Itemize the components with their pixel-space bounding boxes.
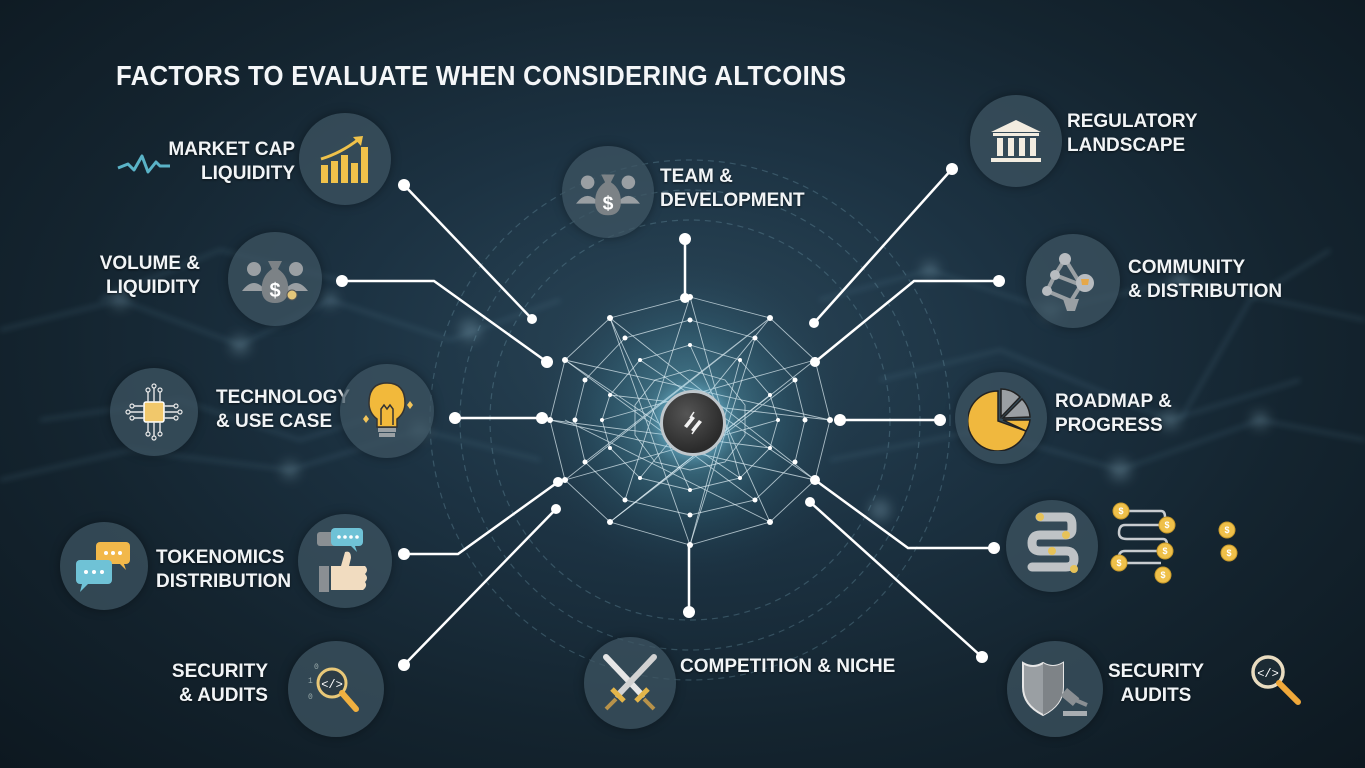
page-title: FACTORS TO EVALUATE WHEN CONSIDERING ALT… bbox=[116, 60, 847, 91]
badge-community[interactable] bbox=[1026, 234, 1120, 328]
connector-dots bbox=[336, 163, 1005, 671]
label-tokenomics: TOKENOMICS DISTRIBUTION bbox=[156, 547, 292, 592]
coin-flow-icon: $ $ $ $ $ $ $ bbox=[1110, 502, 1238, 584]
label-community: COMMUNITY & DISTRIBUTION bbox=[1128, 257, 1283, 302]
label-roadmap: ROADMAP & PROGRESS bbox=[1055, 391, 1172, 436]
svg-text:1: 1 bbox=[308, 677, 313, 686]
svg-text:$: $ bbox=[1224, 525, 1229, 535]
svg-text:$: $ bbox=[1164, 520, 1169, 530]
badge-chat bbox=[60, 522, 148, 610]
money-bag-people-icon: $ bbox=[576, 174, 640, 216]
lightbulb-icon bbox=[363, 382, 413, 437]
connectors bbox=[342, 168, 999, 666]
money-bag-people-icon: $ bbox=[242, 261, 308, 303]
badge-chip bbox=[110, 368, 198, 456]
courthouse-icon bbox=[991, 120, 1041, 162]
pulse-line-icon bbox=[117, 154, 170, 174]
magnifier-code-icon: </> 0 1 0 bbox=[308, 663, 359, 712]
crypto-logo-icon bbox=[684, 411, 702, 435]
badge-security-right[interactable] bbox=[1007, 641, 1103, 737]
svg-text:$: $ bbox=[603, 192, 614, 214]
svg-text:0: 0 bbox=[308, 693, 313, 702]
badge-security-left[interactable]: </> 0 1 0 bbox=[288, 641, 384, 737]
magnifier-code-icon: </> bbox=[1251, 655, 1301, 705]
crossed-swords-icon bbox=[603, 654, 657, 711]
label-technology: TECHNOLOGY & USE CASE bbox=[216, 387, 351, 432]
badge-team[interactable]: $ bbox=[562, 146, 654, 238]
pie-chart-icon bbox=[968, 388, 1031, 451]
shield-gavel-icon bbox=[1022, 661, 1088, 717]
badge-token-flow[interactable] bbox=[1006, 500, 1098, 592]
svg-text:</>: </> bbox=[321, 678, 343, 692]
badge-volume[interactable]: $ bbox=[228, 232, 322, 326]
label-volume: VOLUME & LIQUIDITY bbox=[99, 253, 200, 298]
bar-chart-up-arrow-icon bbox=[320, 136, 368, 183]
badge-market-cap[interactable] bbox=[299, 113, 391, 205]
thumbs-up-chat-icon bbox=[317, 528, 367, 592]
svg-text:$: $ bbox=[1160, 570, 1165, 580]
svg-text:</>: </> bbox=[1257, 667, 1279, 681]
svg-text:$: $ bbox=[1118, 506, 1123, 516]
svg-text:$: $ bbox=[1116, 558, 1121, 568]
label-security-audits-left: SECURITY & AUDITS bbox=[171, 661, 268, 706]
badge-roadmap[interactable] bbox=[955, 372, 1047, 464]
svg-text:$: $ bbox=[1162, 546, 1167, 556]
label-market-cap: MARKET CAP LIQUIDITY bbox=[168, 139, 295, 184]
network-nodes-icon bbox=[1042, 253, 1094, 311]
badge-tokenomics[interactable] bbox=[298, 514, 392, 608]
label-team: TEAM & DEVELOPMENT bbox=[660, 166, 805, 211]
svg-text:$: $ bbox=[269, 280, 280, 302]
label-security-audits-right: SECURITY AUDITS bbox=[1107, 661, 1205, 706]
chip-icon bbox=[125, 383, 183, 441]
badge-competition[interactable] bbox=[584, 637, 676, 729]
central-hub bbox=[660, 390, 726, 456]
label-regulatory: REGULATORY LANDSCAPE bbox=[1067, 111, 1198, 156]
badge-regulatory[interactable] bbox=[970, 95, 1062, 187]
label-competition: COMPETITION & NICHE bbox=[680, 656, 896, 677]
badge-technology[interactable] bbox=[340, 364, 434, 458]
svg-text:0: 0 bbox=[314, 663, 319, 672]
chat-bubbles-icon bbox=[76, 542, 130, 592]
winding-path-coins-icon bbox=[1027, 512, 1079, 573]
svg-text:$: $ bbox=[1226, 548, 1231, 558]
